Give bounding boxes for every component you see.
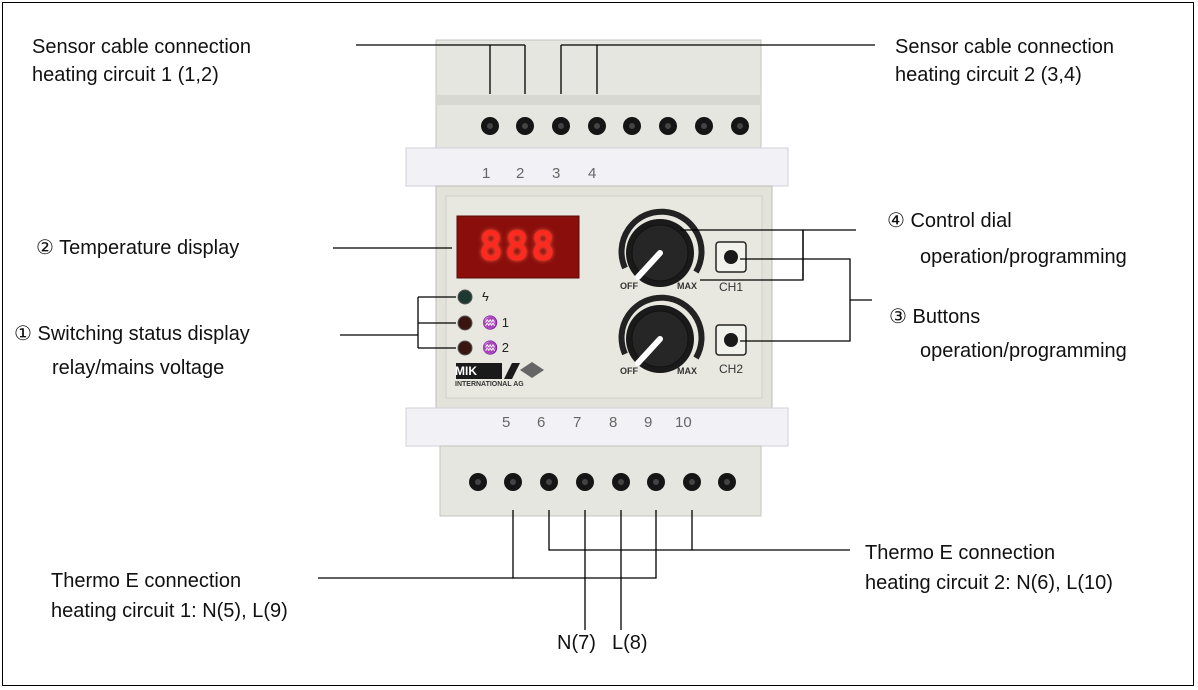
leader-lines bbox=[318, 44, 875, 630]
mik-logo bbox=[456, 362, 544, 379]
control-dial-2 bbox=[618, 294, 705, 373]
sensor2-label-line2: heating circuit 2 (3,4) bbox=[895, 64, 1082, 86]
knob2-off-label: OFF bbox=[620, 366, 638, 376]
knob1-off-label: OFF bbox=[620, 281, 638, 291]
led-relay-2 bbox=[457, 340, 473, 356]
button-ch2 bbox=[715, 324, 747, 356]
thermo2-label-line1: Thermo E connection bbox=[865, 542, 1056, 564]
terminal-number-1: 1 bbox=[482, 165, 491, 182]
bottom-terminal-block bbox=[439, 445, 762, 517]
switching-status-label-line1: ① Switching status display bbox=[14, 323, 250, 345]
temperature-display-panel bbox=[456, 215, 580, 279]
l8-label: L(8) bbox=[612, 632, 648, 654]
terminal-number-8: 8 bbox=[609, 414, 618, 431]
terminal-number-7: 7 bbox=[573, 414, 582, 431]
thermo1-label-line2: heating circuit 1: N(5), L(9) bbox=[51, 600, 288, 622]
ch2-label: CH2 bbox=[719, 362, 744, 376]
sensor1-label-line1: Sensor cable connection bbox=[32, 36, 252, 58]
knob2-max-label: MAX bbox=[677, 366, 697, 376]
terminal-number-3: 3 bbox=[552, 165, 561, 182]
knob1-max-label: MAX bbox=[677, 281, 697, 291]
bottom-label-strip bbox=[405, 407, 789, 447]
brand-subtitle: INTERNATIONAL AG bbox=[455, 381, 524, 388]
terminal-number-5: 5 bbox=[502, 414, 511, 431]
brand-name: MIK bbox=[455, 364, 477, 378]
led-power bbox=[457, 289, 473, 305]
temperature-display-label: ② Temperature display bbox=[36, 237, 240, 259]
terminal-number-2: 2 bbox=[516, 165, 525, 182]
heating-2-symbol: ♒ 2 bbox=[482, 340, 510, 355]
terminal-number-6: 6 bbox=[537, 414, 546, 431]
n7-label: N(7) bbox=[557, 632, 596, 654]
bottom-screws bbox=[469, 473, 736, 491]
power-symbol-icon: ϟ bbox=[482, 289, 489, 304]
ch1-label: CH1 bbox=[719, 280, 744, 294]
terminal-number-10: 10 bbox=[675, 414, 692, 431]
top-label-strip bbox=[405, 147, 789, 187]
control-dial-label-line1: ④ Control dial bbox=[887, 210, 1012, 232]
temperature-digits: 888 bbox=[478, 224, 558, 270]
terminal-number-9: 9 bbox=[644, 414, 653, 431]
buttons-label-line1: ③ Buttons bbox=[889, 306, 981, 328]
buttons-label-line2: operation/programming bbox=[920, 340, 1127, 362]
sensor1-label-line2: heating circuit 1 (1,2) bbox=[32, 64, 219, 86]
sensor2-label-line1: Sensor cable connection bbox=[895, 36, 1115, 58]
thermo1-label-line1: Thermo E connection bbox=[51, 570, 242, 592]
heating-1-symbol: ♒ 1 bbox=[482, 315, 510, 330]
terminal-number-4: 4 bbox=[588, 165, 597, 182]
control-dial-1 bbox=[618, 208, 705, 287]
thermo2-label-line2: heating circuit 2: N(6), L(10) bbox=[865, 572, 1113, 594]
switching-status-label-line2: relay/mains voltage bbox=[52, 357, 225, 379]
control-dial-label-line2: operation/programming bbox=[920, 246, 1127, 268]
button-ch1 bbox=[715, 241, 747, 273]
top-screws bbox=[481, 117, 749, 135]
led-relay-1 bbox=[457, 315, 473, 331]
